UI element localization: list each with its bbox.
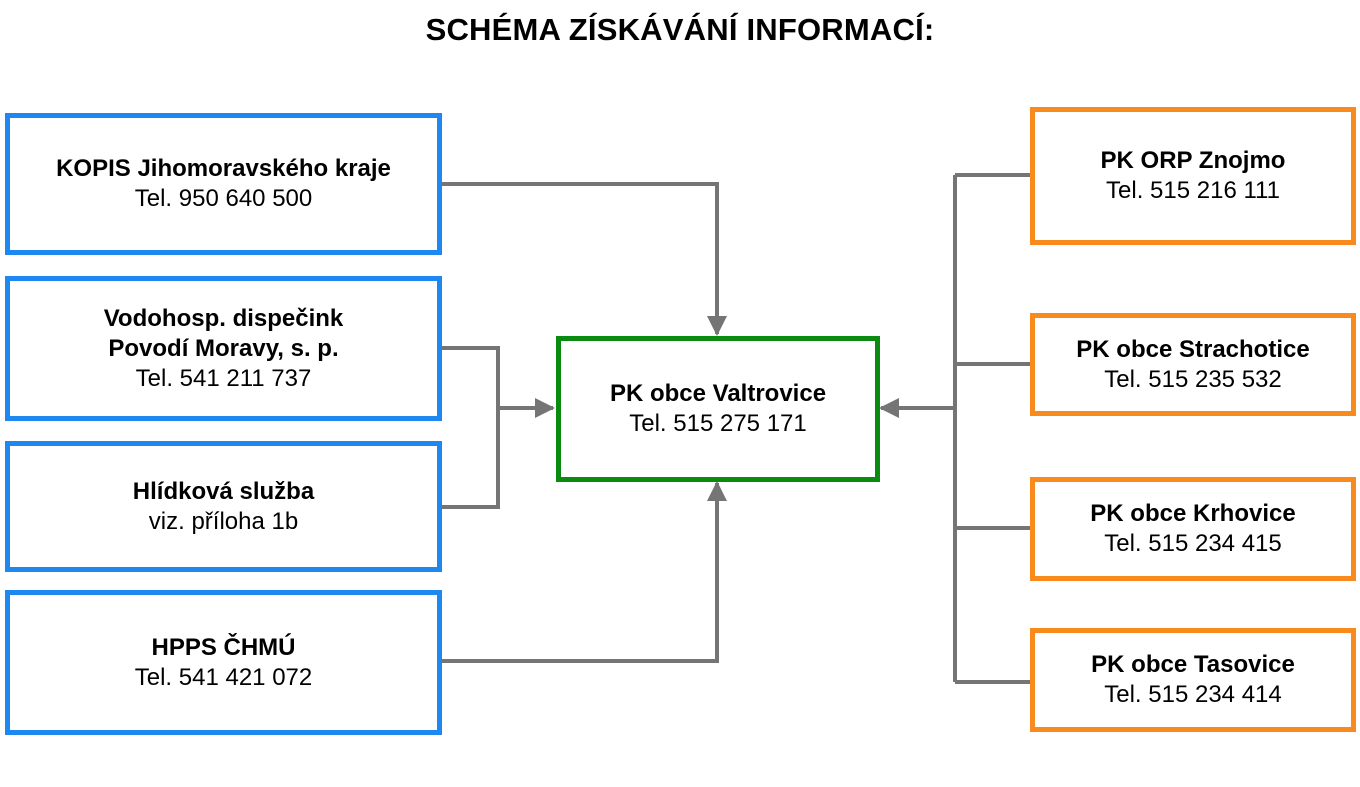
box-detail: viz. příloha 1b — [148, 507, 299, 535]
box-phone: Tel. 515 216 111 — [1106, 177, 1280, 204]
center-box-valtrovice: PK obce Valtrovice Tel. 515 275 171 — [556, 336, 880, 482]
box-phone: Tel. 541 211 737 — [135, 364, 312, 392]
box-name: PK obce Tasovice — [1091, 651, 1295, 678]
source-box-kopis: KOPIS Jihomoravského kraje Tel. 950 640 … — [5, 113, 442, 255]
box-name-line1: Vodohosp. dispečink — [103, 304, 344, 332]
box-phone: Tel. 950 640 500 — [134, 185, 313, 212]
box-name: PK ORP Znojmo — [1100, 147, 1286, 174]
box-name: KOPIS Jihomoravského kraje — [56, 155, 391, 182]
box-phone: Tel. 515 275 171 — [629, 410, 807, 437]
diagram-title: SCHÉMA ZÍSKÁVÁNÍ INFORMACÍ: — [425, 12, 935, 47]
source-box-hlidkova: Hlídková služba viz. příloha 1b — [5, 441, 442, 572]
box-name: PK obce Krhovice — [1090, 500, 1296, 527]
neighbor-box-krhovice: PK obce Krhovice Tel. 515 234 415 — [1030, 477, 1356, 581]
box-phone: Tel. 541 421 072 — [134, 663, 313, 691]
box-name: PK obce Valtrovice — [609, 380, 827, 407]
neighbor-box-tasovice: PK obce Tasovice Tel. 515 234 414 — [1030, 628, 1356, 732]
neighbor-box-strachotice: PK obce Strachotice Tel. 515 235 532 — [1030, 313, 1356, 416]
box-phone: Tel. 515 235 532 — [1104, 365, 1282, 393]
connector-kopis — [441, 182, 727, 336]
box-name-line2: Povodí Moravy, s. p. — [108, 334, 339, 362]
box-phone: Tel. 515 234 415 — [1104, 530, 1282, 557]
box-name: PK obce Strachotice — [1076, 335, 1310, 363]
connector-hpps — [441, 481, 727, 663]
source-box-hpps: HPPS ČHMÚ Tel. 541 421 072 — [5, 590, 442, 735]
box-phone: Tel. 515 234 414 — [1104, 681, 1282, 708]
connector-vodohosp — [441, 346, 500, 509]
neighbor-box-znojmo: PK ORP Znojmo Tel. 515 216 111 — [1030, 107, 1356, 245]
box-name: Hlídková služba — [132, 477, 315, 505]
source-box-vodohosp: Vodohosp. dispečink Povodí Moravy, s. p.… — [5, 276, 442, 421]
box-name: HPPS ČHMÚ — [151, 633, 296, 661]
